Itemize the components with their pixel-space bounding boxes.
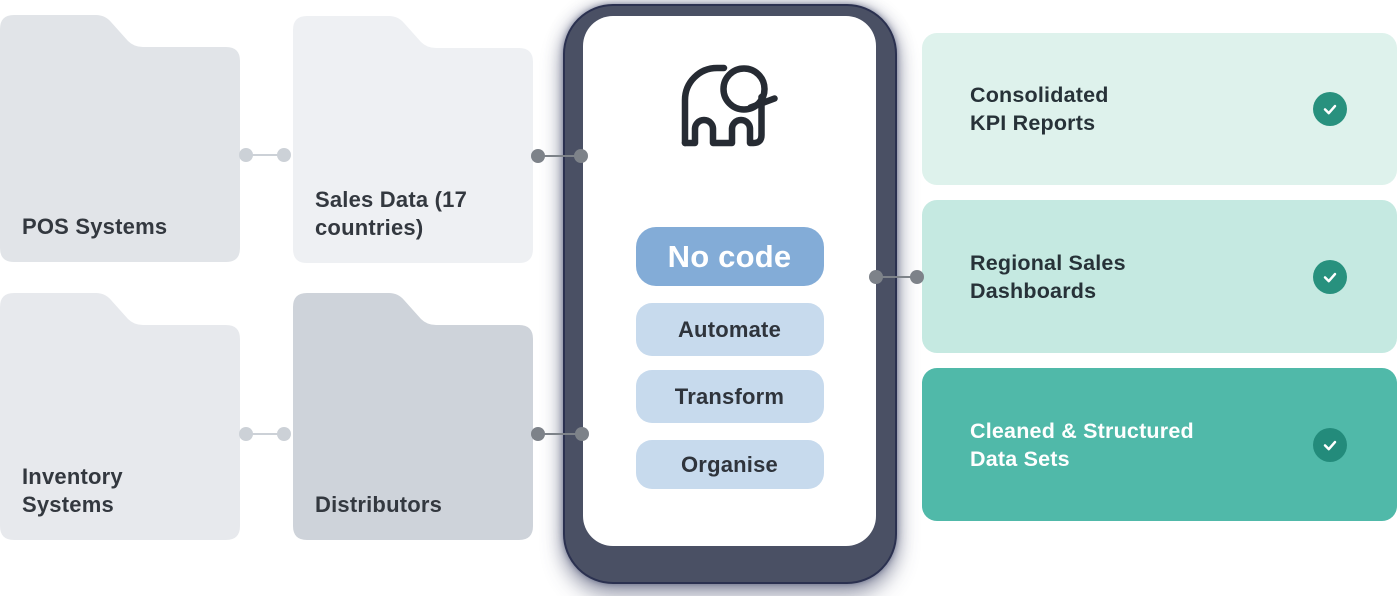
folder-icon (0, 293, 240, 540)
phone-frame: No code Automate Transform Organise (563, 4, 897, 584)
elephant-trunk-curl (719, 65, 768, 113)
card-cleaned-structured-data-sets: Cleaned & Structured Data Sets (922, 368, 1397, 521)
transform-button: Transform (635, 370, 824, 423)
folder-icon (0, 15, 240, 262)
checkmark-icon (1313, 259, 1347, 294)
folder-shape (293, 16, 533, 263)
card-label-line: Regional Sales (970, 250, 1126, 275)
card-label-line: Cleaned & Structured (970, 418, 1194, 443)
elephant-legs (681, 93, 765, 147)
connector-inventory-to-distributors (239, 427, 291, 441)
organise-button: Organise (635, 440, 824, 489)
folder-sales-data: Sales Data (17 countries) (293, 16, 533, 263)
folder-label: Distributors (315, 491, 442, 519)
folder-label-line: countries) (315, 215, 424, 240)
checkmark-icon (1313, 92, 1347, 126)
folder-pos-systems: POS Systems (0, 15, 240, 262)
connector-distributors-to-phone (531, 427, 589, 441)
connector-dot (239, 427, 253, 441)
card-regional-sales-dashboards: Regional Sales Dashboards (922, 200, 1397, 353)
automate-label: Automate (677, 316, 782, 342)
folder-shape (293, 293, 533, 540)
card-consolidated-kpi-reports: Consolidated KPI Reports (922, 33, 1397, 185)
connector-dot (910, 270, 924, 284)
folder-inventory-systems: Inventory Systems (0, 293, 240, 540)
folder-icon (293, 16, 533, 263)
folder-label-line: POS Systems (22, 214, 168, 239)
no-code-label: No code (667, 238, 792, 274)
card-label-line: Consolidated (970, 83, 1109, 107)
card-label: Cleaned & Structured Data Sets (970, 417, 1194, 473)
connector-line (246, 433, 284, 435)
folder-label-line: Distributors (315, 492, 443, 517)
checkmark-icon (1313, 427, 1347, 462)
elephant-logo-icon (681, 64, 778, 147)
connector-line (246, 154, 284, 156)
phone-screen: No code Automate Transform Organise (583, 16, 876, 546)
no-code-button: No code (635, 227, 824, 286)
folder-icon (293, 293, 533, 540)
connector-dot (574, 149, 588, 163)
connector-line (538, 155, 581, 157)
card-label-line: Data Sets (970, 446, 1070, 471)
folder-label: Inventory Systems (22, 463, 123, 519)
folder-label-line: Inventory (22, 464, 123, 489)
folder-label-line: Systems (22, 492, 114, 517)
connector-dot (239, 148, 253, 162)
folder-shape (0, 293, 240, 540)
card-label-line: Dashboards (970, 278, 1097, 303)
folder-shape (0, 15, 240, 262)
connector-dot (869, 270, 883, 284)
transform-label: Transform (674, 383, 785, 409)
connector-line (876, 276, 917, 278)
connector-dot (277, 148, 291, 162)
card-label-line: KPI Reports (970, 111, 1096, 135)
card-label: Regional Sales Dashboards (970, 249, 1126, 305)
connector-dot (277, 427, 291, 441)
connector-pos-to-sales (239, 148, 291, 162)
folder-distributors: Distributors (293, 293, 533, 540)
organise-label: Organise (681, 451, 778, 477)
folder-label: POS Systems (22, 213, 167, 241)
connector-dot (531, 427, 545, 441)
folder-label: Sales Data (17 countries) (315, 186, 467, 242)
connector-phone-to-dashboards (869, 270, 924, 284)
connector-dot (575, 427, 589, 441)
card-label: Consolidated KPI Reports (970, 81, 1109, 137)
connector-sales-to-phone (531, 149, 588, 163)
connector-line (538, 433, 582, 435)
folder-label-line: Sales Data (17 (315, 187, 467, 212)
automate-button: Automate (635, 303, 824, 356)
elephant-head (681, 64, 727, 147)
connector-dot (531, 149, 545, 163)
